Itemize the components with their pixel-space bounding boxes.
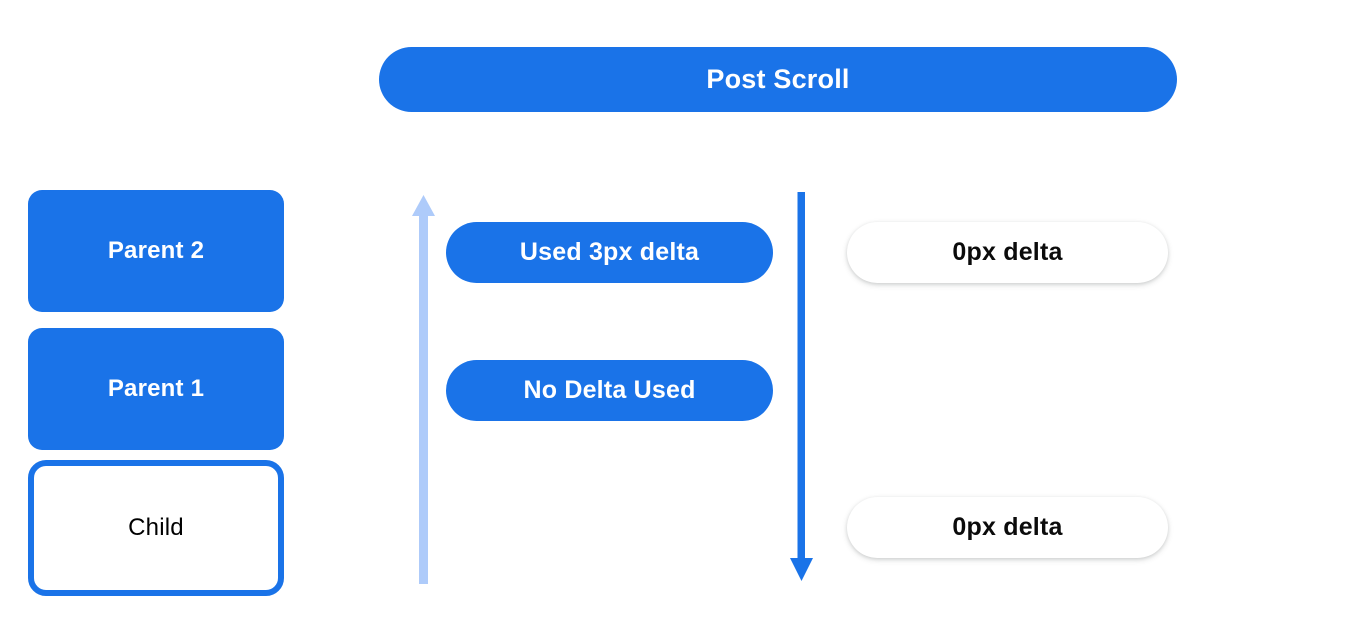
delta-pill-used-3px: Used 3px delta xyxy=(446,222,773,283)
scroll-chain-box-child: Child xyxy=(28,460,284,596)
scroll-chain-box-parent-1: Parent 1 xyxy=(28,328,284,450)
delta-pill-no-delta-used: No Delta Used xyxy=(446,360,773,421)
post-scroll-title-banner: Post Scroll xyxy=(379,47,1177,112)
delta-pill-label: Used 3px delta xyxy=(519,238,700,266)
page-title: Post Scroll xyxy=(706,64,850,94)
scroll-chain-box-label: Parent 2 xyxy=(107,237,205,264)
consumed-delta-arrow-up-icon xyxy=(412,195,435,584)
scroll-chain-box-label: Child xyxy=(128,514,184,541)
scroll-chain-box-parent-2: Parent 2 xyxy=(28,190,284,312)
scroll-chain-box-label: Parent 1 xyxy=(107,375,205,402)
result-pill-label: 0px delta xyxy=(952,238,1063,266)
delta-pill-label: No Delta Used xyxy=(523,376,696,404)
result-pill-top: 0px delta xyxy=(847,222,1168,283)
scroll-propagation-arrow-down-icon xyxy=(790,192,813,581)
result-pill-label: 0px delta xyxy=(952,513,1063,541)
result-pill-bottom: 0px delta xyxy=(847,497,1168,558)
